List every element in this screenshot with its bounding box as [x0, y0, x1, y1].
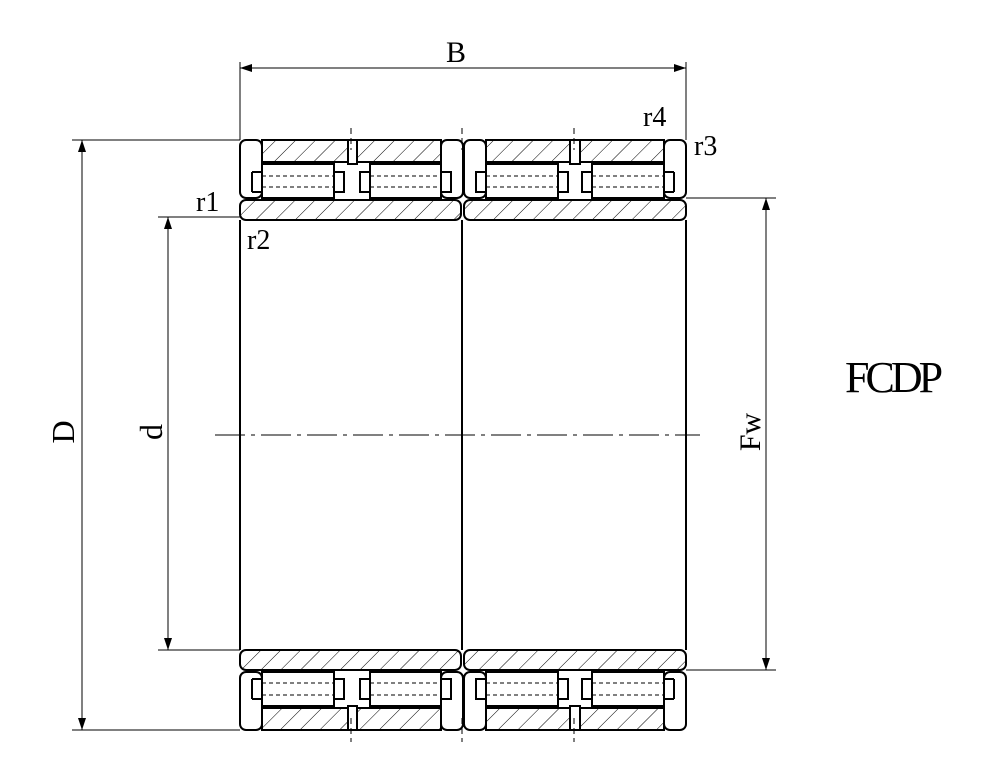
- type-label: FCDP: [845, 353, 942, 402]
- dimension-fw: Fw: [686, 197, 776, 671]
- label-r2: r2: [247, 225, 270, 256]
- inner-ring-bottom: [239, 649, 687, 671]
- lower-section: [239, 649, 687, 731]
- label-fw: Fw: [734, 412, 767, 451]
- radius-labels: r1 r2 r3 r4: [196, 102, 717, 256]
- rollers-top: [251, 163, 675, 199]
- outer-ring-bottom: [261, 707, 665, 731]
- centre-lines: [215, 128, 700, 742]
- label-r3: r3: [694, 131, 717, 162]
- label-D: D: [45, 420, 81, 443]
- rollers-bottom: [251, 671, 675, 707]
- dimension-b: B: [239, 36, 687, 140]
- label-d: d: [133, 424, 169, 440]
- dimension-d-outer: D: [45, 139, 240, 731]
- dimension-d-bore: d: [133, 216, 240, 651]
- upper-section: [239, 139, 687, 221]
- label-r4: r4: [643, 102, 666, 133]
- label-b: B: [446, 36, 466, 69]
- label-r1: r1: [196, 187, 219, 218]
- inner-ring-top: [239, 199, 687, 221]
